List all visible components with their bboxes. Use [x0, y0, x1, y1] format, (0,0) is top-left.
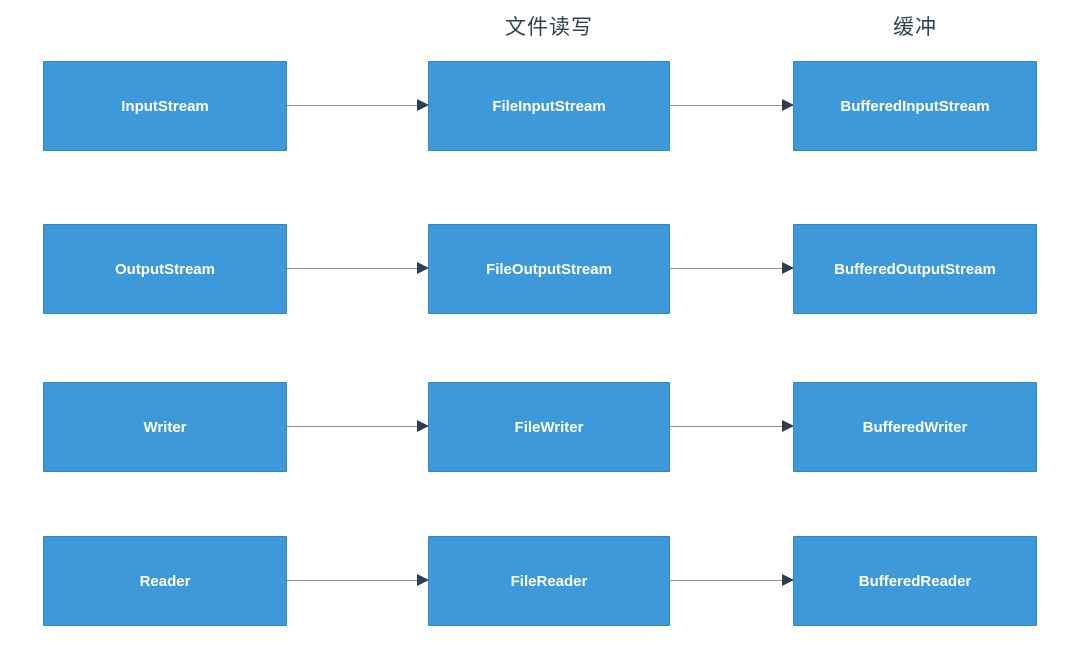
arrow-right-icon	[287, 420, 429, 432]
node-reader: Reader	[43, 536, 287, 626]
node-filereader: FileReader	[428, 536, 670, 626]
arrow-right-icon	[287, 262, 429, 274]
node-bufferedwriter: BufferedWriter	[793, 382, 1037, 472]
arrow-right-icon	[670, 420, 794, 432]
node-bufferedoutputstream: BufferedOutputStream	[793, 224, 1037, 314]
node-bufferedinputstream: BufferedInputStream	[793, 61, 1037, 151]
node-writer: Writer	[43, 382, 287, 472]
node-bufferedreader: BufferedReader	[793, 536, 1037, 626]
node-inputstream: InputStream	[43, 61, 287, 151]
node-fileoutputstream: FileOutputStream	[428, 224, 670, 314]
node-filewriter: FileWriter	[428, 382, 670, 472]
column-header-file-io: 文件读写	[505, 16, 593, 39]
node-outputstream: OutputStream	[43, 224, 287, 314]
arrow-right-icon	[670, 99, 794, 111]
arrow-right-icon	[287, 99, 429, 111]
node-fileinputstream: FileInputStream	[428, 61, 670, 151]
arrow-right-icon	[670, 574, 794, 586]
column-header-buffer: 缓冲	[893, 16, 937, 39]
arrow-right-icon	[670, 262, 794, 274]
arrow-right-icon	[287, 574, 429, 586]
